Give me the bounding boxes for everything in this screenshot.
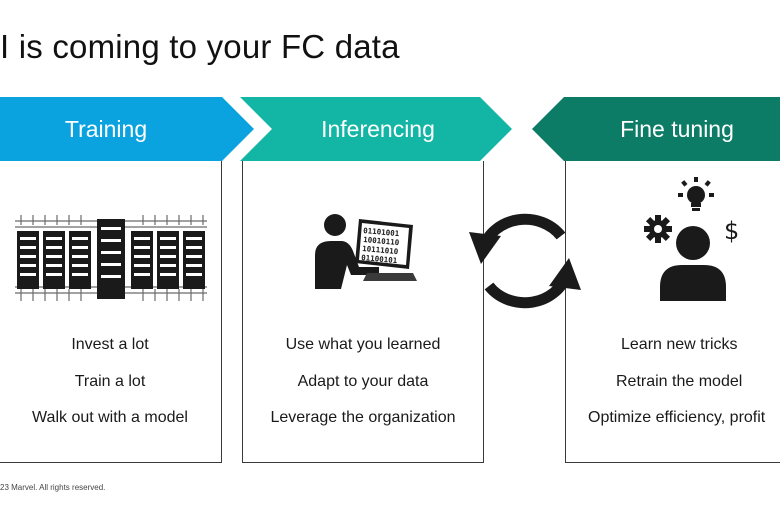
panel-training: Invest a lot Train a lot Walk out with a… <box>0 161 222 463</box>
training-line: Invest a lot <box>71 336 149 353</box>
training-line: Walk out with a model <box>32 409 188 426</box>
banner-inferencing-label: Inferencing <box>321 116 435 142</box>
banner-fine-tuning: Fine tuning <box>532 97 780 161</box>
person-at-computer-icon: 01101001 10010110 10111010 01100101 <box>315 214 417 289</box>
fine-tuning-line: Learn new tricks <box>621 336 738 353</box>
refresh-cycle-icon <box>469 213 581 309</box>
person-ideas-icon: $ <box>644 177 739 301</box>
banner-fine-tuning-label: Fine tuning <box>620 116 734 142</box>
fine-tuning-line: Optimize efficiency, profit <box>588 409 766 426</box>
training-lines: Invest a lot Train a lot Walk out with a… <box>0 336 221 446</box>
binary-line: 01101001 <box>363 226 400 238</box>
inferencing-lines: Use what you learned Adapt to your data … <box>243 336 483 446</box>
svg-text:$: $ <box>724 217 739 245</box>
banner-training-shape <box>0 97 254 161</box>
copyright-footer: 23 Marvel. All rights reserved. <box>0 483 106 492</box>
inferencing-line: Use what you learned <box>285 336 441 353</box>
banner-training-label: Training <box>64 116 148 142</box>
panel-inferencing: 01101001 10010110 10111010 01100101 Use … <box>242 161 484 463</box>
fine-tuning-lines: Learn new tricks Retrain the model Optim… <box>588 336 780 446</box>
fine-tuning-line: Retrain the model <box>616 372 743 390</box>
banner-training: Training <box>0 97 258 161</box>
slide-title: I is coming to your FC data <box>0 28 400 65</box>
banner-inferencing: Inferencing <box>240 97 516 161</box>
panel-fine-tuning: $ Learn new tricks Retrain the model Opt… <box>565 161 780 463</box>
server-rack-icon <box>13 215 209 301</box>
banner-inferencing-shape <box>240 97 512 161</box>
inferencing-line: Adapt to your data <box>297 372 429 390</box>
inferencing-line: Leverage the organization <box>270 409 456 426</box>
training-line: Train a lot <box>74 372 146 390</box>
banner-fine-tuning-shape <box>532 97 780 161</box>
binary-line: 01100101 <box>361 253 398 265</box>
binary-line: 10111010 <box>362 244 399 256</box>
binary-line: 10010110 <box>363 235 400 247</box>
